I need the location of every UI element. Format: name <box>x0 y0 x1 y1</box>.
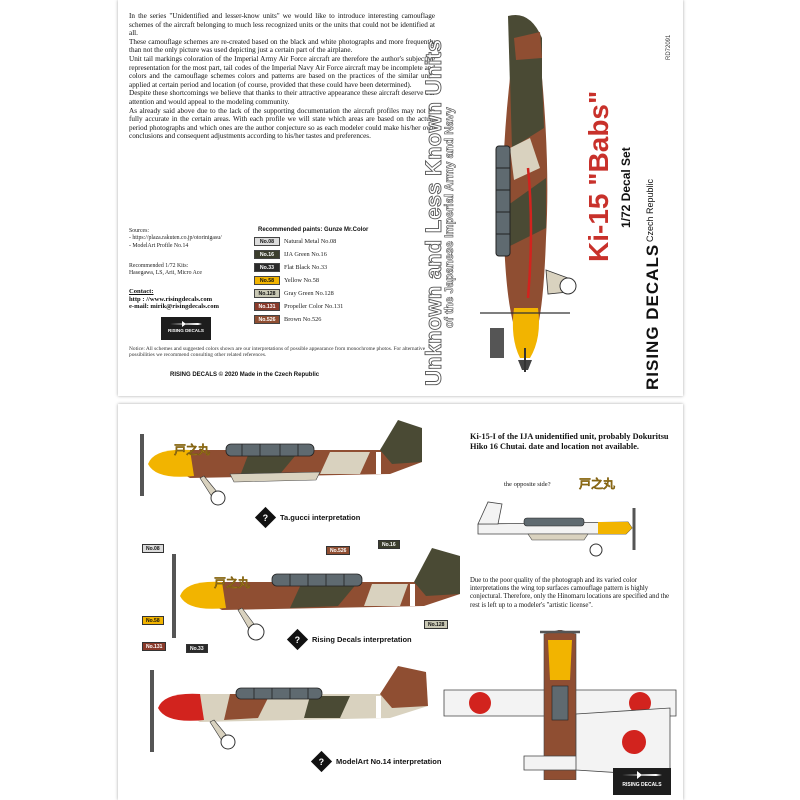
source-line: - ModelArt Profile No.14 <box>129 242 189 249</box>
paint-row: No.08 Natural Metal No.08 <box>254 236 410 248</box>
paint-label: IJA Green No.16 <box>284 251 327 259</box>
paint-swatch: No.16 <box>254 250 280 260</box>
paint-label: Brown No.526 <box>284 316 322 324</box>
color-tag: No.16 <box>378 540 400 549</box>
intro-paragraph: As already said above due to the lack of… <box>129 106 435 141</box>
logo-plane-icon <box>622 771 662 779</box>
paint-swatch: No.08 <box>254 237 280 247</box>
opposite-side-label: the opposite side? <box>504 481 551 488</box>
interpretation-label: Rising Decals interpretation <box>312 635 412 644</box>
paint-swatch: No.33 <box>254 263 280 273</box>
logo-text: RISING DECALS <box>622 782 662 788</box>
paints-table: Recommended paints: Gunze Mr.Color No.08… <box>254 227 410 327</box>
logo-text: RISING DECALS <box>168 328 204 333</box>
rising-decals-logo: RISING DECALS <box>161 317 211 340</box>
opposite-side-aircraft <box>477 501 636 557</box>
rising-decals-logo-bottom: RISING DECALS <box>613 768 671 795</box>
markings-title: Ki-15-I of the IJA unidentified unit, pr… <box>470 432 669 451</box>
model-name: Ki-15 "Babs" <box>583 90 614 262</box>
instruction-sheet-top: In the series "Unidentified and lesser-k… <box>118 0 683 396</box>
contact-label: Contact: <box>129 288 154 295</box>
question-mark-icon: ? <box>254 506 277 529</box>
interpretation-label: Ta.gucci interpretation <box>280 513 361 522</box>
interpretation-3: ? ModelArt No.14 interpretation <box>310 750 442 773</box>
notice-text: Notice: All schemes and suggested colors… <box>129 346 426 359</box>
intro-text: In the series "Unidentified and lesser-k… <box>129 12 435 141</box>
contact-email-link[interactable]: e-mail: mirik@risingdecals.com <box>129 303 220 311</box>
product-code: RD72091 <box>666 34 672 60</box>
paint-label: Propeller Color No.131 <box>284 303 344 311</box>
cover-aircraft-illustration <box>480 14 577 372</box>
paints-title: Recommended paints: Gunze Mr.Color <box>258 227 369 233</box>
profile-1-kanji: 戸之丸 <box>174 443 211 457</box>
country-label: Czech Republic <box>645 178 655 242</box>
recommended-kits-list: Hasegawa, LS, Arii, Micro Ace <box>129 270 202 277</box>
recommended-label: Recommended 1/72 Kits: <box>129 263 189 269</box>
source-line: - https://plaza.rakuten.co.jp/otorinigas… <box>129 235 222 242</box>
series-subtitle: of the Japanese Imperial Army and Navy <box>444 107 457 328</box>
intro-paragraph: Unit tail markings coloration of the Imp… <box>129 54 435 89</box>
scale-label: 1/72 Decal Set <box>619 147 633 228</box>
contact-web-link[interactable]: http : //www.risingdecals.com <box>129 295 213 303</box>
interpretation-2: ? Rising Decals interpretation <box>286 628 412 651</box>
profile-3-aircraft <box>150 666 428 752</box>
paint-label: Gray Green No.128 <box>284 290 334 298</box>
contact-block: Contact: http : //www.risingdecals.com e… <box>129 288 264 311</box>
instruction-sheet-bottom: Ki-15-I of the IJA unidentified unit, pr… <box>118 404 683 800</box>
profile-2-kanji: 戸之丸 <box>214 576 251 590</box>
intro-paragraph: Despite these shortcomings we believe th… <box>129 89 435 106</box>
paint-row: No.58 Yellow No.58 <box>254 275 410 287</box>
recommended-kits: Recommended 1/72 Kits: Hasegawa, LS, Ari… <box>129 263 249 278</box>
intro-paragraph: In the series "Unidentified and lesser-k… <box>129 12 435 38</box>
profile-2-aircraft <box>172 548 460 641</box>
paint-row: No.33 Flat Black No.33 <box>254 262 410 274</box>
brand-name: RISING DECALS <box>643 243 662 390</box>
paint-label: Flat Black No.33 <box>284 264 328 272</box>
paint-row: No.131 Propeller Color No.131 <box>254 301 410 313</box>
paint-swatch: No.526 <box>254 315 280 325</box>
color-tag: No.58 <box>142 616 164 625</box>
logo-plane-icon <box>170 321 202 327</box>
paint-swatch: No.128 <box>254 289 280 299</box>
sources-label: Sources: <box>129 228 149 234</box>
color-tag: No.128 <box>424 620 449 629</box>
paint-row: No.16 IJA Green No.16 <box>254 249 410 261</box>
paint-swatch: No.58 <box>254 276 280 286</box>
question-mark-icon: ? <box>310 750 333 773</box>
intro-paragraph: These camouflage schemes are re-created … <box>129 37 435 55</box>
color-tag: No.33 <box>186 644 208 653</box>
opposite-side-kanji: 戸之丸 <box>579 477 616 491</box>
color-tag: No.526 <box>326 546 351 555</box>
paint-label: Natural Metal No.08 <box>284 238 337 246</box>
paint-label: Yellow No.58 <box>284 277 320 285</box>
sources-block: Sources: - https://plaza.rakuten.co.jp/o… <box>129 228 249 250</box>
interpretation-1: ? Ta.gucci interpretation <box>254 506 361 529</box>
paint-row: No.526 Brown No.526 <box>254 314 410 326</box>
paint-row: No.128 Gray Green No.128 <box>254 288 410 300</box>
paint-swatch: No.131 <box>254 302 280 312</box>
profile-1-aircraft <box>140 420 422 506</box>
color-tag: No.131 <box>142 642 167 651</box>
color-tag: No.08 <box>142 544 164 553</box>
footer-text: RISING DECALS © 2020 Made in the Czech R… <box>170 372 320 378</box>
interpretation-label: ModelArt No.14 interpretation <box>336 757 442 766</box>
quality-note: Due to the poor quality of the photograp… <box>470 577 669 609</box>
